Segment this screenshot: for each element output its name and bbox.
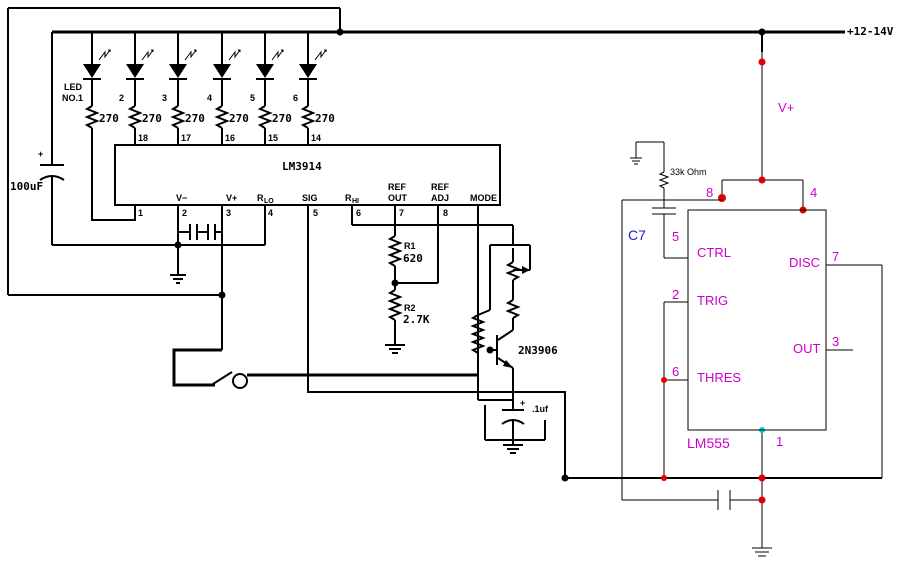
r2-value: 2.7K <box>403 313 430 326</box>
main-cap-label: 100uF <box>10 180 43 193</box>
led-1 <box>83 32 111 145</box>
led-4-resistor-value: 270 <box>229 112 249 125</box>
led-5 <box>256 32 284 145</box>
lm3914-label-rlo: R <box>257 193 264 203</box>
r1-value: 620 <box>403 252 423 265</box>
led-2-resistor-value: 270 <box>142 112 162 125</box>
led-4-pin: 16 <box>225 133 235 143</box>
lm3914-pin-3: 3 <box>226 208 231 218</box>
led-array <box>83 32 327 145</box>
lm555-vplus-label: V+ <box>778 100 794 115</box>
lm555-label-disc: DISC <box>789 255 820 270</box>
lm3914-label-ref: REF <box>388 182 407 192</box>
lm555-pin-7: 7 <box>832 249 839 264</box>
transistor-name: 2N3906 <box>518 344 558 357</box>
lm555-pin-4: 4 <box>810 185 817 200</box>
led-6-resistor-value: 270 <box>315 112 335 125</box>
lm555-pin-6: 6 <box>672 364 679 379</box>
led-6 <box>299 32 327 145</box>
lm3914-label-rhi: R <box>345 193 352 203</box>
lm555-pin-3: 3 <box>832 334 839 349</box>
led-3-resistor-value: 270 <box>185 112 205 125</box>
lm555-chip <box>687 209 827 431</box>
lm555-pin-8: 8 <box>706 185 713 200</box>
lm555-pin-1: 1 <box>776 434 783 449</box>
r1-name: R1 <box>404 241 416 251</box>
led-1-label: LED <box>64 82 83 92</box>
lm3914-pin-4: 4 <box>268 208 273 218</box>
lm3914-pin-2: 2 <box>182 208 187 218</box>
small-cap-label: .1uf <box>532 404 549 414</box>
lm555-wiring <box>621 28 883 557</box>
led-2-pin: 18 <box>138 133 148 143</box>
lm555-pin-5: 5 <box>672 229 679 244</box>
led-3-label: 3 <box>162 93 167 103</box>
led-1-resistor-value: 270 <box>99 112 119 125</box>
led-6-label: 6 <box>293 93 298 103</box>
lm555-label-out: OUT <box>793 341 821 356</box>
lm3914-pin-8: 8 <box>443 208 448 218</box>
led-4 <box>213 32 241 145</box>
transistor-network <box>470 205 546 454</box>
led-6-pin: 14 <box>311 133 321 143</box>
led-3 <box>169 32 197 145</box>
main-capacitor <box>39 32 265 246</box>
lm3914-label-mode: MODE <box>470 193 497 203</box>
supply-label: +12-14V <box>847 25 894 38</box>
lm3914-name: LM3914 <box>282 160 322 173</box>
lm555-label-thres: THRES <box>697 370 741 385</box>
lm555-label-trig: TRIG <box>697 293 728 308</box>
led-3-pin: 17 <box>181 133 191 143</box>
lm3914-label-vplus: V+ <box>226 193 237 203</box>
lm3914-pin-6: 6 <box>356 208 361 218</box>
small-cap-polarity: + <box>520 398 525 408</box>
led-1-sublabel: NO.1 <box>62 93 83 103</box>
led-2 <box>126 32 154 145</box>
lm3914-lower-wiring <box>170 205 266 350</box>
lm3914-pin-5: 5 <box>313 208 318 218</box>
led-4-label: 4 <box>207 93 212 103</box>
lm3914-pin-1: 1 <box>138 208 143 218</box>
r2-name: R2 <box>404 303 416 313</box>
supply-rail <box>7 7 845 299</box>
lm3914-label-sig: SIG <box>302 193 318 203</box>
lm555-pin-2: 2 <box>672 287 679 302</box>
lm3914-label-rhi-sub: HI <box>352 198 359 205</box>
lm3914-label-adj: ADJ <box>431 193 449 203</box>
lm3914-label-vminus: V− <box>176 193 187 203</box>
lm3914-label-rlo-sub: LO <box>264 198 274 205</box>
lm3914-label-out: OUT <box>388 193 408 203</box>
lm555-res-label: 33k Ohm <box>670 167 707 177</box>
lm555-label-ctrl: CTRL <box>697 245 731 260</box>
lm555-cap-label: C7 <box>628 227 646 243</box>
power-switch <box>172 348 478 389</box>
led-5-resistor-value: 270 <box>272 112 292 125</box>
lm3914-pin-7: 7 <box>399 208 404 218</box>
main-cap-polarity: + <box>38 149 43 159</box>
led-5-pin: 15 <box>268 133 278 143</box>
led-2-label: 2 <box>119 93 124 103</box>
lm555-name: LM555 <box>687 435 730 451</box>
led-5-label: 5 <box>250 93 255 103</box>
reference-network <box>351 205 513 354</box>
lm3914-label-ref2: REF <box>431 182 450 192</box>
